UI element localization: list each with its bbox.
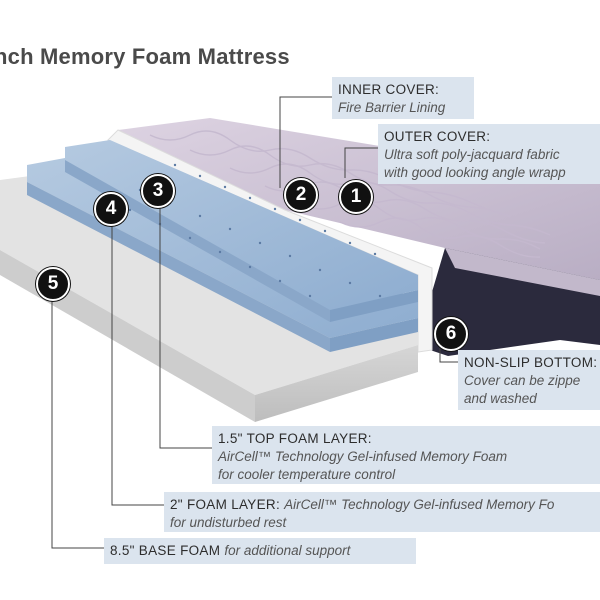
two-inch-foam-heading: 2" FOAM LAYER: (170, 497, 285, 512)
outer-cover-desc-line2: with good looking angle wrapp (384, 165, 566, 180)
marker-4: 4 (94, 192, 128, 226)
diagram-title: nch Memory Foam Mattress (0, 44, 290, 69)
two-inch-foam-side (27, 182, 330, 352)
top-foam-desc-line2: for cooler temperature control (218, 467, 396, 482)
two-inch-foam-callout: 2" FOAM LAYER: AirCell™ Technology Gel-i… (164, 492, 600, 532)
two-inch-foam-desc-line1: AirCell™ Technology Gel-infused Memory F… (284, 497, 555, 512)
top-foam-side (65, 160, 330, 322)
base-foam-desc: for additional support (224, 543, 351, 558)
two-inch-foam-front (330, 318, 418, 352)
inner-cover-callout: INNER COVER: Fire Barrier Lining (332, 77, 474, 119)
non-slip-bottom-desc-line2: and washed (464, 391, 537, 406)
outer-cover-heading: OUTER COVER: (384, 129, 491, 144)
marker-3: 3 (141, 174, 175, 208)
marker-5: 5 (36, 267, 70, 301)
two-inch-foam-desc-line2: for undisturbed rest (170, 515, 287, 530)
top-foam-desc-line1: AirCell™ Technology Gel-infused Memory F… (218, 449, 508, 464)
marker-2: 2 (284, 178, 318, 212)
base-foam-callout: 8.5" BASE FOAM for additional support (104, 538, 416, 564)
outer-cover-desc-line1: Ultra soft poly-jacquard fabric (384, 147, 560, 162)
non-slip-bottom-desc-line1: Cover can be zippe (464, 373, 581, 388)
leader-lines (51, 96, 458, 549)
inner-cover-heading: INNER COVER: (338, 82, 440, 97)
aircell-perforations (98, 163, 382, 298)
base-foam-heading: 8.5" BASE FOAM (110, 543, 225, 558)
top-foam-heading: 1.5" TOP FOAM LAYER: (218, 431, 372, 446)
non-slip-bottom-heading: NON-SLIP BOTTOM: (464, 355, 598, 370)
non-slip-bottom-callout: NON-SLIP BOTTOM: Cover can be zippe and … (458, 350, 600, 410)
inner-cover-desc: Fire Barrier Lining (338, 100, 446, 115)
outer-cover-callout: OUTER COVER: Ultra soft poly-jacquard fa… (378, 124, 600, 184)
top-foam-front (330, 290, 418, 322)
top-foam-callout: 1.5" TOP FOAM LAYER: AirCell™ Technology… (212, 426, 600, 484)
marker-1: 1 (339, 180, 373, 214)
marker-6: 6 (434, 317, 468, 351)
base-foam-front (255, 345, 418, 422)
quilting-pattern (149, 130, 551, 258)
